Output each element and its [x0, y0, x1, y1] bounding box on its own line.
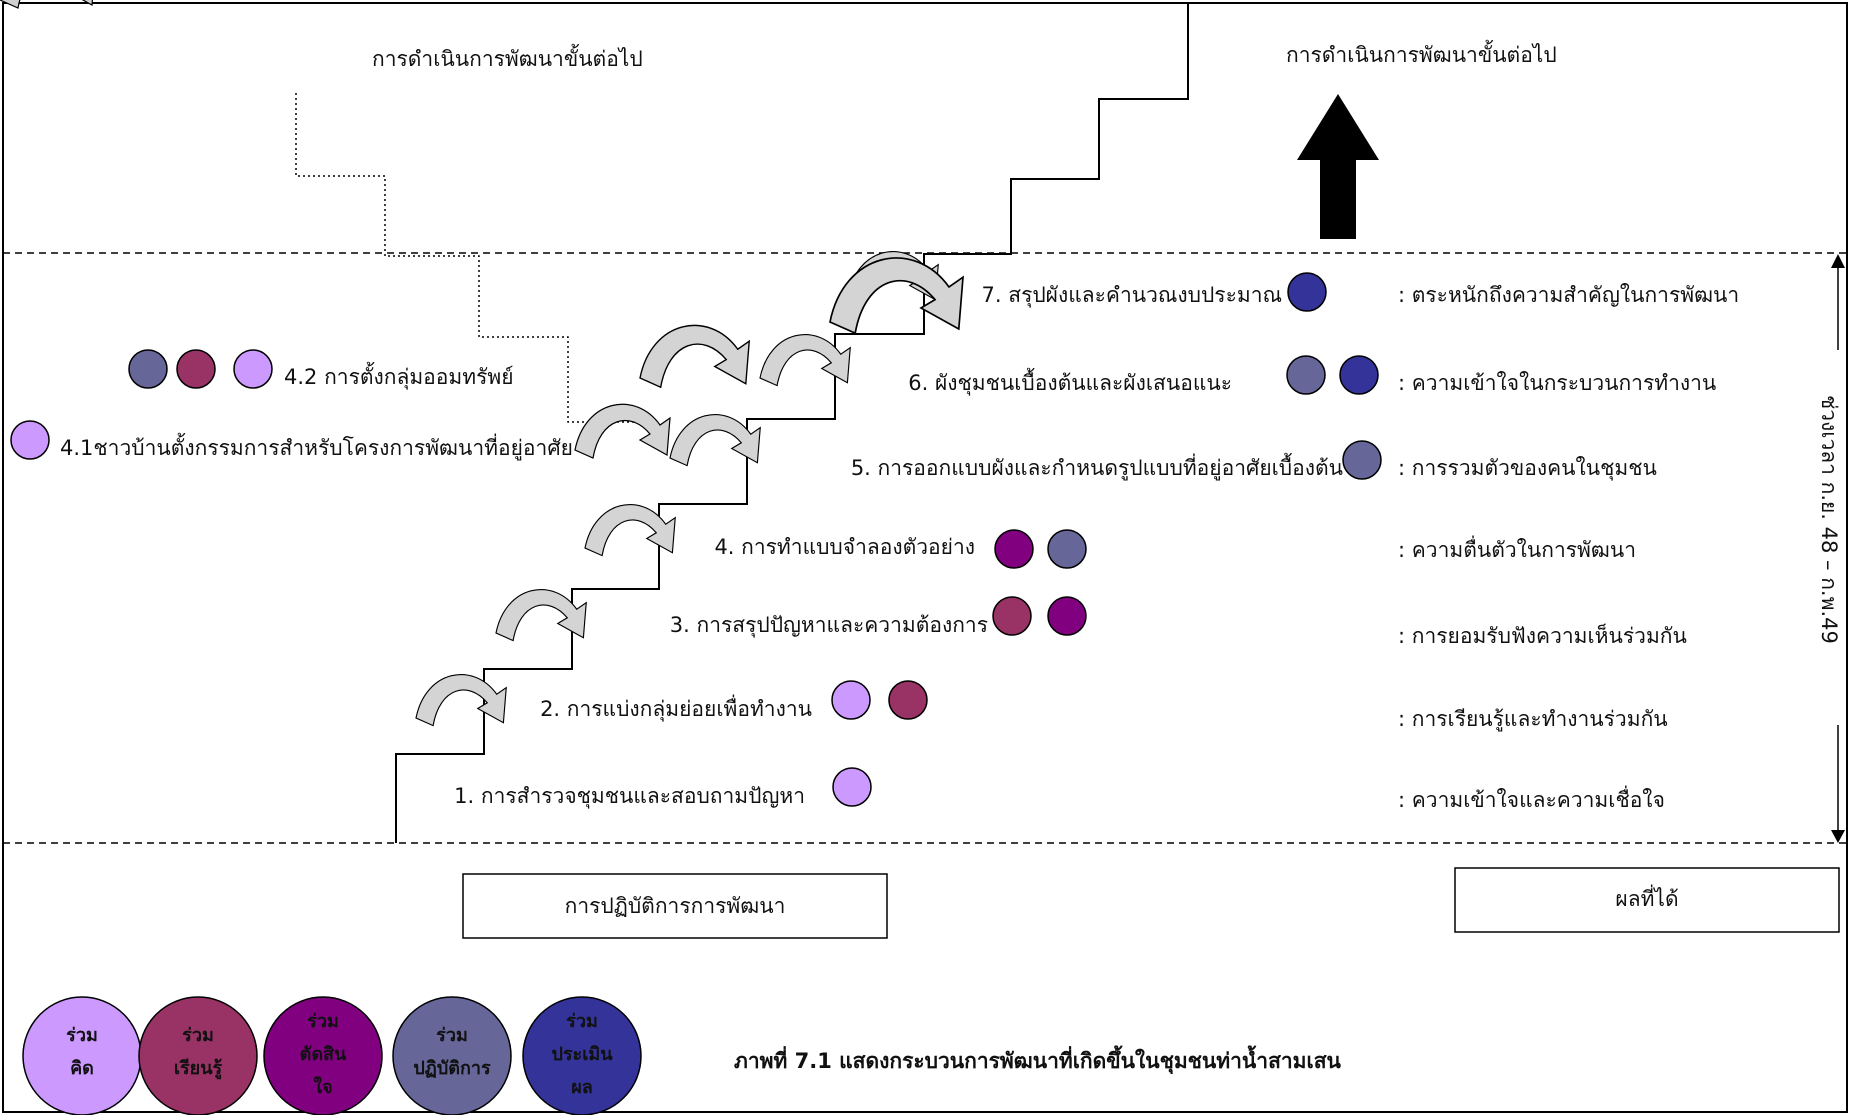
time-range-label: ช่วงเวลา ก.ย. 48 – ก.พ.49	[1817, 395, 1841, 644]
legend-label-line: ประเมิน	[551, 1044, 613, 1065]
curved-arrow-icon	[669, 414, 761, 467]
side-step-2-dot-think	[10, 420, 50, 460]
step-3-label: 3. การสรุปปัญหาและความต้องการ	[670, 613, 988, 638]
step-6-label: 6. ผังชุมชนเบื้องต้นและผังเสนอแนะ	[908, 368, 1232, 396]
legend-label-line: ใจ	[313, 1076, 332, 1098]
step-3-dot-decide	[1047, 596, 1087, 636]
step-5-label: 5. การออกแบบผังและกำหนดรูปแบบที่อยู่อาศั…	[851, 453, 1343, 481]
legend-circle	[263, 996, 383, 1115]
step-3-dot-learn	[992, 596, 1032, 636]
legend-circle	[22, 996, 142, 1115]
step-4-label: 4. การทำแบบจำลองตัวอย่าง	[714, 535, 975, 559]
figure-caption: ภาพที่ 7.1 แสดงกระบวนการพัฒนาที่เกิดขึ้น…	[734, 1045, 1342, 1075]
step-arrows	[415, 251, 964, 727]
legend-label-line: ร่วม	[436, 1025, 468, 1046]
next-step-right-label: การดำเนินการพัฒนาขั้นต่อไป	[1286, 40, 1557, 67]
result-3: : การยอมรับฟังความเห็นร่วมกัน	[1398, 622, 1687, 648]
side-step-1-dot-act	[128, 349, 168, 389]
result-7: : ตระหนักถึงความสำคัญในการพัฒนา	[1398, 283, 1739, 307]
step-5-dot-act	[1342, 440, 1382, 480]
legend-circle	[138, 996, 258, 1115]
legend-label-line: ผล	[571, 1077, 593, 1098]
results-group: : ตระหนักถึงความสำคัญในการพัฒนา : ความเข…	[1398, 283, 1739, 812]
practice-box	[462, 873, 888, 939]
curved-arrow-icon	[584, 504, 676, 557]
legend-circle	[522, 996, 642, 1115]
step-4-dot-act	[1047, 529, 1087, 569]
legend-circle	[392, 996, 512, 1115]
result-4: : ความตื่นตัวในการพัฒนา	[1398, 535, 1636, 562]
result-5: : การรวมตัวของคนในชุมชน	[1398, 456, 1657, 481]
legend-item-decide: ร่วมตัดสินใจ	[263, 996, 383, 1115]
main-staircase	[395, 3, 1189, 843]
step-1-label: 1. การสำรวจชุมชนและสอบถามปัญหา	[454, 784, 805, 809]
legend-label-line: ร่วม	[66, 1025, 98, 1046]
curved-arrow-icon	[639, 324, 751, 389]
practice-box-label: การปฏิบัติการการพัฒนา	[565, 894, 786, 918]
time-arrow-up-icon	[1831, 254, 1845, 268]
curved-arrows	[0, 0, 94, 9]
legend-label-line: ปฏิบัติการ	[413, 1058, 491, 1079]
step-1-dot-think	[832, 767, 872, 807]
dotted-staircase	[295, 93, 656, 423]
results-box-label: ผลที่ได้	[1615, 884, 1678, 911]
legend-label-line: คิด	[70, 1058, 94, 1079]
curved-arrow-icon	[0, 0, 94, 9]
legend-item-think: ร่วมคิด	[22, 996, 142, 1115]
step-2-label: 2. การแบ่งกลุ่มย่อยเพื่อทำงาน	[540, 694, 812, 722]
result-1: : ความเข้าใจและความเชื่อใจ	[1398, 785, 1665, 812]
curved-arrow-icon	[829, 257, 964, 335]
side-step-4-2-label: 4.2 การตั้งกลุ่มออมทรัพย์	[284, 362, 514, 390]
step-4-dot-decide	[994, 529, 1034, 569]
participation-dots	[10, 272, 1382, 807]
curved-arrow-icon	[495, 589, 587, 642]
step-6-dot-act	[1286, 355, 1326, 395]
result-2: : การเรียนรู้และทำงานร่วมกัน	[1398, 707, 1668, 732]
result-6: : ความเข้าใจในกระบวนการทำงาน	[1398, 371, 1716, 395]
step-2-dot-learn	[888, 680, 928, 720]
legend-label-line: เรียนรู้	[174, 1058, 223, 1080]
legend: ร่วมคิดร่วมเรียนรู้ร่วมตัดสินใจร่วมปฏิบั…	[22, 996, 642, 1115]
step-6-dot-evaluate	[1339, 355, 1379, 395]
legend-label-line: ร่วม	[307, 1011, 339, 1032]
side-step-1-dot-learn	[176, 349, 216, 389]
step-7-dot-evaluate	[1287, 272, 1327, 312]
side-step-1-dot-think	[233, 349, 273, 389]
legend-label-line: ร่วม	[566, 1011, 598, 1032]
time-arrow-down-icon	[1831, 830, 1845, 843]
side-step-4-1-label: 4.1ชาวบ้านตั้งกรรมการสำหรับโครงการพัฒนาท…	[60, 433, 573, 461]
curved-arrow-icon	[759, 334, 851, 387]
step-7-label: 7. สรุปผังและคำนวณงบประมาณ	[982, 283, 1282, 308]
up-arrow-icon	[1297, 94, 1379, 239]
legend-label-line: ตัดสิน	[300, 1044, 347, 1065]
results-box	[1454, 867, 1840, 933]
next-step-left-label: การดำเนินการพัฒนาขั้นต่อไป	[372, 44, 643, 71]
step-2-dot-think	[831, 680, 871, 720]
legend-label-line: ร่วม	[182, 1025, 214, 1046]
steps-group: 1. การสำรวจชุมชนและสอบถามปัญหา 2. การแบ่…	[60, 283, 1343, 809]
curved-arrow-icon	[574, 403, 671, 459]
curved-arrow-icon	[415, 674, 507, 727]
